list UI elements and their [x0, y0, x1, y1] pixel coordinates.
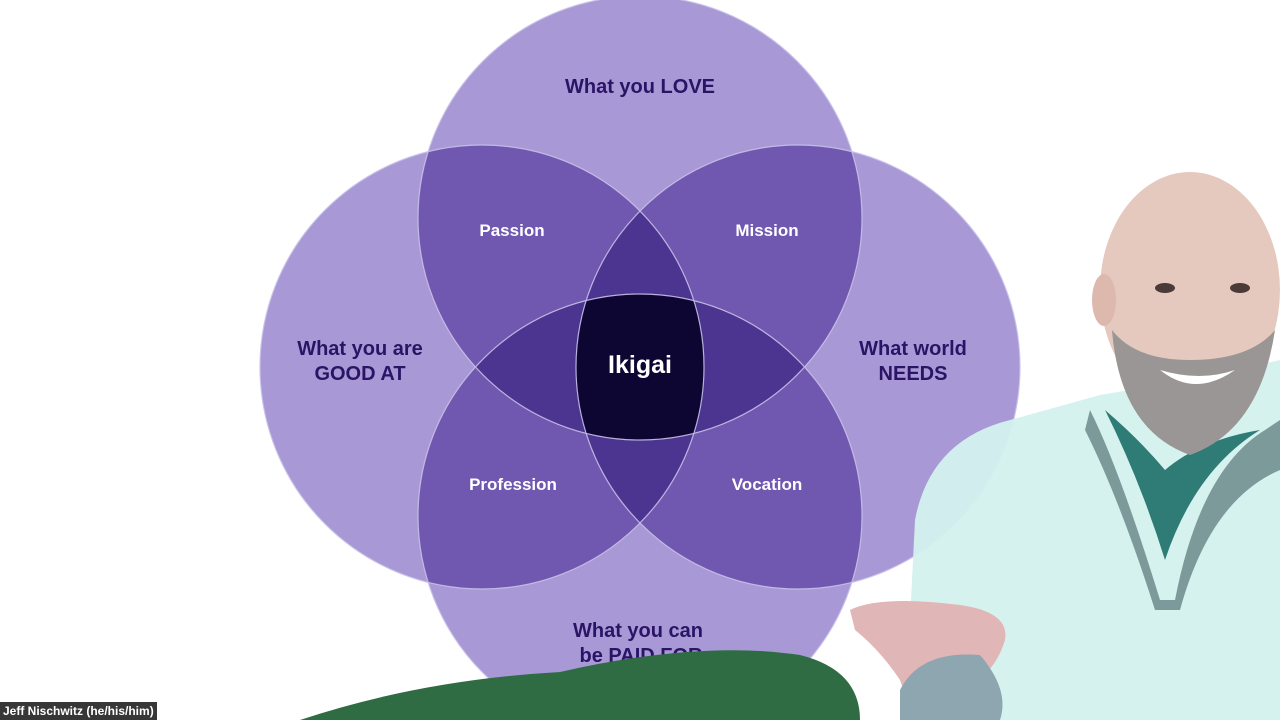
- label-profession: Profession: [469, 475, 557, 494]
- participant-beard: [1112, 330, 1275, 455]
- overlap-tb-left: [418, 294, 704, 440]
- participant-mouth: [1160, 370, 1235, 384]
- label-needs-line1: What world: [859, 338, 967, 360]
- participant-video-overlay: [300, 172, 1280, 720]
- participant-ear: [1092, 274, 1116, 326]
- participant-sleeve: [900, 654, 1003, 720]
- overlap-lr-bottom: [576, 294, 704, 589]
- participant-chair: [300, 650, 860, 720]
- label-ikigai: Ikigai: [608, 351, 672, 379]
- participant-collar: [1085, 410, 1280, 610]
- participant-eye-right: [1230, 283, 1250, 293]
- participant-head: [1100, 172, 1280, 408]
- label-paid-line1: What you can: [573, 620, 703, 642]
- label-what-you-love: What you LOVE: [565, 76, 715, 98]
- label-vocation: Vocation: [732, 475, 803, 494]
- participant-name-tag: Jeff Nischwitz (he/his/him): [0, 702, 157, 720]
- triple-overlaps: [418, 145, 862, 589]
- overlap-tb-right: [576, 294, 862, 440]
- participant-eye-left: [1155, 283, 1175, 293]
- participant-shirt: [1105, 410, 1260, 560]
- circle-outlines: [259, 0, 1021, 720]
- label-mission: Mission: [735, 221, 798, 240]
- label-passion: Passion: [479, 221, 544, 240]
- label-good-at-line2: GOOD AT: [314, 363, 405, 385]
- label-good-at-line1: What you are: [297, 338, 423, 360]
- label-needs-line2: NEEDS: [879, 363, 948, 385]
- overlap-lr-top: [576, 145, 704, 440]
